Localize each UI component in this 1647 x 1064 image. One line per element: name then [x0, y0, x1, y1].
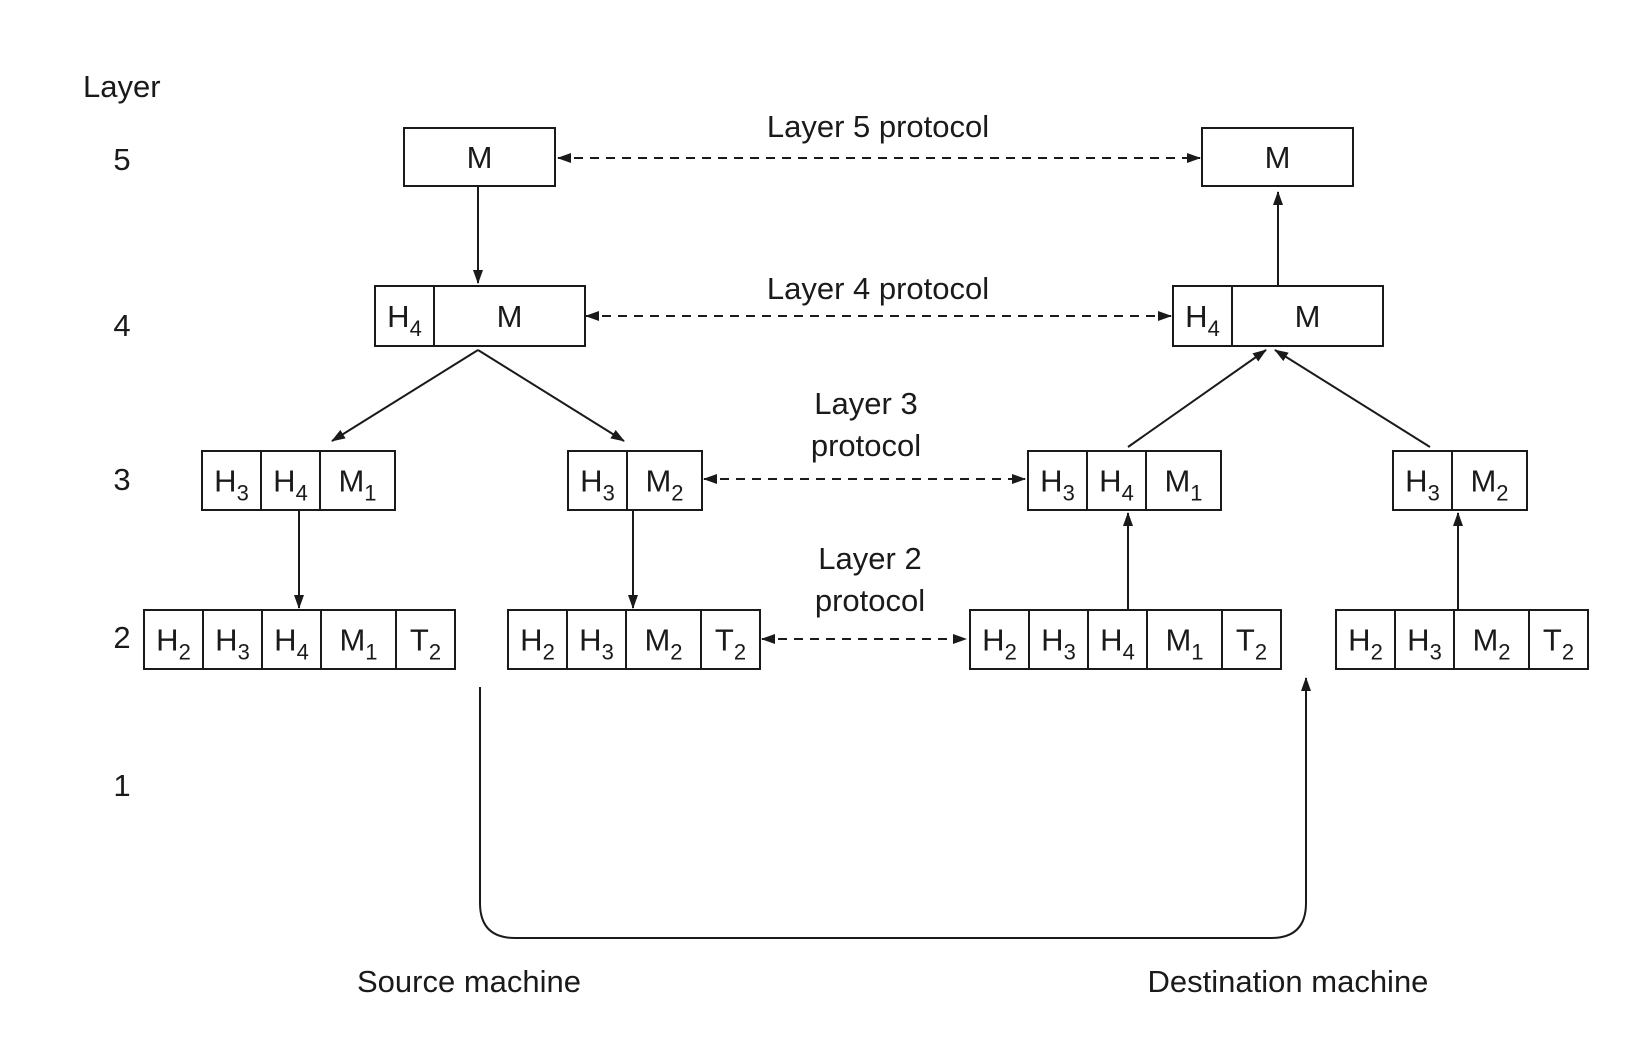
packet-cell-header: H3: [1040, 464, 1075, 506]
packet-cell-header: H4: [273, 464, 308, 506]
packet-cell-message: M1: [338, 464, 376, 506]
packet-cell-trailer: T2: [715, 623, 746, 665]
destination-arrow-3a-to-4: [1127, 349, 1267, 448]
packet-cell-message: M: [1265, 140, 1291, 175]
source-layer2-frame-first: H2 H3 H4 M1 T2: [143, 609, 456, 670]
packet-outline: [567, 450, 703, 511]
packet-cell-message: M: [467, 140, 493, 175]
packet-cell-message: M: [497, 299, 523, 334]
packet-cell-header: H3: [579, 623, 614, 665]
packet-cell-header: H4: [1099, 464, 1134, 506]
packet-cell-trailer: T2: [1543, 623, 1574, 665]
packet-outline: [374, 285, 586, 347]
packet-cell-message: M2: [1472, 623, 1510, 665]
packet-cell-message: M2: [644, 623, 682, 665]
physical-medium-path: [479, 677, 1311, 939]
packet-cell-header: H2: [156, 623, 191, 665]
destination-layer5-packet: M: [1201, 127, 1354, 187]
packet-cell-header: H2: [520, 623, 555, 665]
destination-layer4-packet: H4 M: [1172, 285, 1384, 347]
destination-layer3-packet-second: H3 M2: [1392, 450, 1528, 511]
layer-axis-heading: Layer: [83, 69, 161, 104]
packet-cell-message: M: [1295, 299, 1321, 334]
packet-outline: [969, 609, 1282, 670]
packet-outline: [1027, 450, 1222, 511]
packet-cell-header: H4: [1100, 623, 1135, 665]
layer-number-3: 3: [113, 462, 130, 497]
layer4-protocol-label: Layer 4 protocol: [767, 271, 989, 306]
layer2-protocol-label-line2: protocol: [815, 583, 925, 618]
packet-cell-header: H3: [1405, 464, 1440, 506]
source-layer5-packet: M: [403, 127, 556, 187]
packet-cell-header: H3: [580, 464, 615, 506]
packet-outline: [1392, 450, 1528, 511]
packet-cell-header: H4: [387, 299, 422, 341]
destination-arrow-3b-to-4: [1274, 349, 1431, 448]
packet-cell-header: H2: [1348, 623, 1383, 665]
packet-outline: [143, 609, 456, 670]
destination-layer2-frame-first: H2 H3 H4 M1 T2: [969, 609, 1282, 670]
packet-cell-header: H3: [215, 623, 250, 665]
packet-cell-header: H4: [1185, 299, 1220, 341]
source-arrow-4-to-3a: [331, 349, 479, 442]
packet-cell-trailer: T2: [410, 623, 441, 665]
packet-cell-trailer: T2: [1236, 623, 1267, 665]
source-layer4-packet: H4 M: [374, 285, 586, 347]
layer-number-2: 2: [113, 620, 130, 655]
packet-cell-message: M1: [1165, 623, 1203, 665]
packet-cell-header: H3: [1041, 623, 1076, 665]
packet-outline: [1335, 609, 1589, 670]
packet-cell-header: H3: [1407, 623, 1442, 665]
packet-outline: [403, 127, 556, 187]
source-layer3-packet-second: H3 M2: [567, 450, 703, 511]
source-layer3-packet-first: H3 H4 M1: [201, 450, 396, 511]
layer3-protocol-label-line1: Layer 3: [814, 386, 917, 421]
layer-number-5: 5: [113, 142, 130, 177]
packet-cell-message: M2: [645, 464, 683, 506]
packet-cell-header: H4: [274, 623, 309, 665]
source-arrow-4-to-3b: [477, 349, 625, 442]
layer3-protocol-label-line2: protocol: [811, 428, 921, 463]
packet-outline: [1201, 127, 1354, 187]
packet-cell-header: H2: [982, 623, 1017, 665]
packet-cell-header: H3: [214, 464, 249, 506]
source-machine-label: Source machine: [357, 964, 581, 999]
layer-number-1: 1: [113, 768, 130, 803]
layer2-protocol-label-line1: Layer 2: [818, 541, 921, 576]
packet-cell-message: M2: [1470, 464, 1508, 506]
packet-cell-message: M1: [339, 623, 377, 665]
destination-layer3-packet-first: H3 H4 M1: [1027, 450, 1222, 511]
layer5-protocol-label: Layer 5 protocol: [767, 109, 989, 144]
packet-outline: [1172, 285, 1384, 347]
source-layer2-frame-second: H2 H3 M2 T2: [507, 609, 761, 670]
destination-layer2-frame-second: H2 H3 M2 T2: [1335, 609, 1589, 670]
packet-outline: [201, 450, 396, 511]
packet-outline: [507, 609, 761, 670]
destination-machine-label: Destination machine: [1148, 964, 1429, 999]
packet-cell-message: M1: [1164, 464, 1202, 506]
layer-number-4: 4: [113, 308, 130, 343]
